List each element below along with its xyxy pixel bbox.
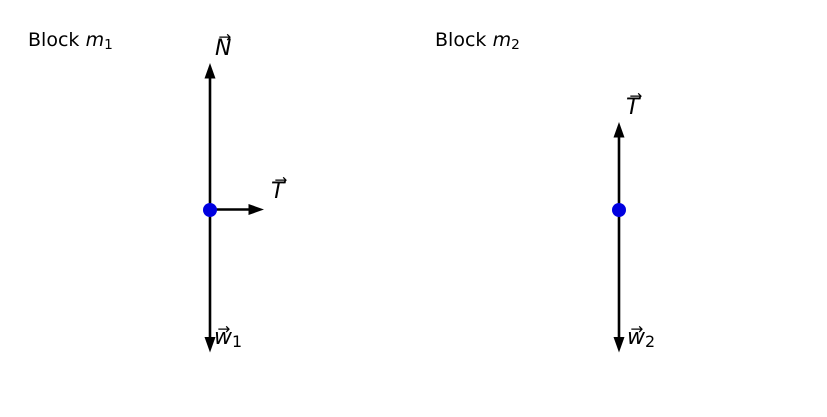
particle-dot: [203, 203, 217, 217]
force-subscript: 2: [645, 332, 656, 352]
weight-force-label: →w1: [214, 321, 243, 352]
title-text: Block: [435, 29, 487, 51]
vector-overarrow-icon: →: [629, 87, 643, 105]
normal-force-label: →N: [215, 29, 232, 61]
weight-force-label: →w2: [627, 321, 656, 352]
tension-force-arrowhead-icon: [248, 204, 264, 215]
mass-subscript: 2: [511, 37, 520, 53]
force-symbol: w: [214, 325, 232, 350]
vector-overarrow-icon: →: [630, 320, 644, 339]
vector-overarrow-icon: →: [218, 28, 232, 46]
force-symbol: w: [627, 325, 645, 350]
force-symbol: N: [215, 36, 232, 61]
tension-force-label: →T: [271, 172, 287, 204]
mass-subscript: 1: [104, 37, 113, 53]
weight-force-arrowhead-icon: [204, 337, 216, 353]
block-m2-diagram: [612, 122, 626, 353]
force-symbol: T: [271, 179, 285, 204]
force-subscript: 1: [232, 332, 243, 352]
tension-force-label: →T: [626, 88, 642, 120]
mass-symbol: m: [492, 29, 512, 51]
vector-overarrow-icon: →: [217, 320, 231, 339]
vector-overarrow-icon: →: [274, 171, 288, 189]
force-symbol: T: [626, 95, 640, 120]
tension-force-arrowhead-icon: [613, 122, 625, 138]
normal-force-arrowhead-icon: [204, 63, 216, 79]
block-m1-diagram: [203, 63, 264, 353]
weight-force-arrowhead-icon: [613, 337, 625, 353]
particle-dot: [612, 203, 626, 217]
title-text: Block: [28, 29, 80, 51]
mass-symbol: m: [85, 29, 105, 51]
